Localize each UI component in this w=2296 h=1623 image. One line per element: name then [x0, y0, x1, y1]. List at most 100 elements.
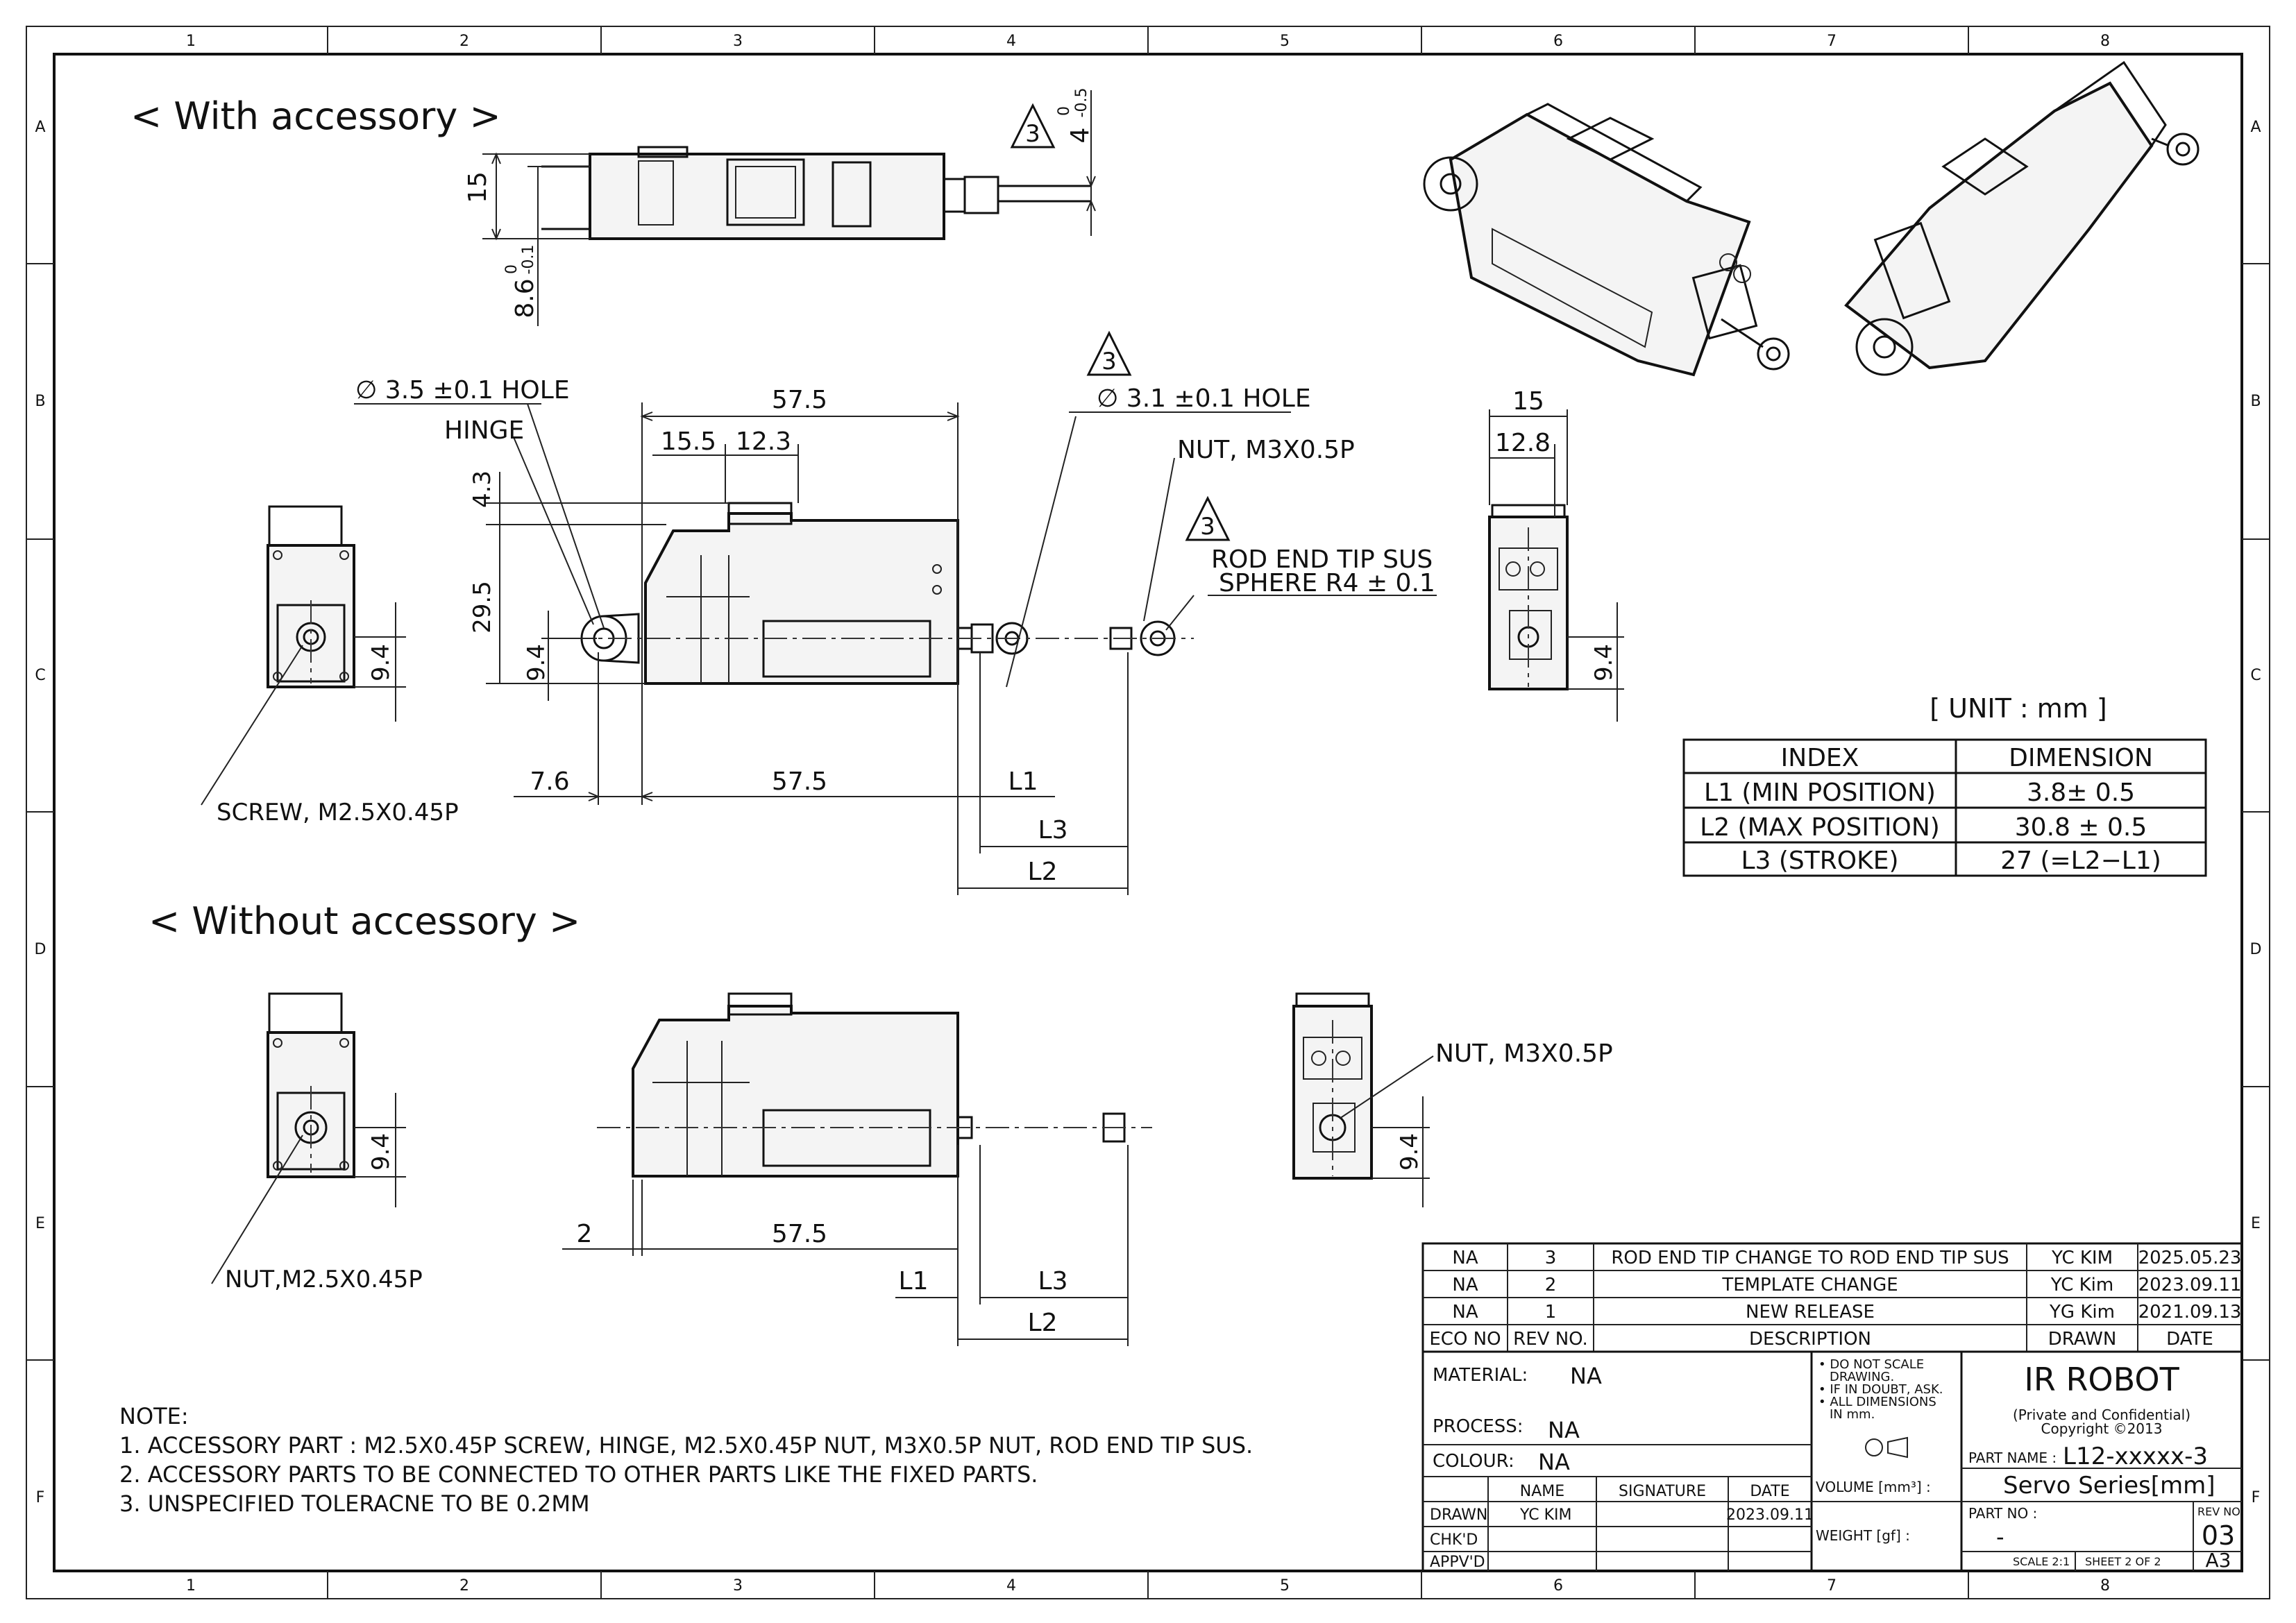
material-value: NA — [1570, 1363, 1602, 1389]
process-label: PROCESS: — [1433, 1416, 1523, 1437]
notes: NOTE: 1. ACCESSORY PART : M2.5X0.45P SCR… — [119, 1403, 1253, 1517]
nut-m3-label: NUT, M3X0.5P — [1177, 436, 1355, 464]
side-view-without: 9.4 — [1292, 992, 1434, 1207]
rev-cell: TEMPLATE CHANGE — [1721, 1275, 1898, 1295]
title-block: MATERIAL: NA PROCESS: NA COLOUR: NA • DO… — [1421, 1350, 2244, 1572]
volume-label: VOLUME [mm³] : — [1816, 1479, 1931, 1495]
dim-15-top: 15 — [464, 171, 492, 203]
note-line: 3. UNSPECIFIED TOLERACNE TO BE 0.2MM — [119, 1490, 590, 1517]
tb-note: • ALL DIMENSIONS — [1818, 1395, 1936, 1409]
zone-row: E — [35, 1215, 45, 1232]
unit-label: [ UNIT : mm ] — [1930, 693, 2107, 724]
front-view-without: 2 57.5 L1 L3 L2 — [562, 992, 1152, 1346]
zone-row: A — [2250, 119, 2261, 136]
zone-col: 2 — [459, 1577, 469, 1595]
zone-col: 4 — [1006, 1577, 1016, 1595]
rev-triangle-label: 3 — [1101, 348, 1117, 375]
zone-col: 5 — [1280, 1577, 1290, 1595]
zone-col: 3 — [733, 1577, 743, 1595]
isometric-view-1 — [1423, 103, 1790, 377]
note-line: 1. ACCESSORY PART : M2.5X0.45P SCREW, HI… — [119, 1432, 1253, 1459]
dim-L3b: L3 — [1038, 1267, 1068, 1295]
isometric-view-2 — [1844, 60, 2200, 376]
rev-cell: 3 — [1545, 1248, 1557, 1268]
rev-cell: YG Kim — [2049, 1302, 2115, 1323]
zone-col: 7 — [1827, 1577, 1837, 1595]
projection-symbol-icon — [1865, 1438, 1883, 1456]
size-value: A3 — [2206, 1549, 2231, 1572]
rev-cell: NA — [1452, 1302, 1478, 1323]
weight-label: WEIGHT [gf] : — [1816, 1527, 1910, 1544]
rod-end-label-2: SPHERE R4 ± 0.1 — [1219, 569, 1435, 597]
sign-header: DATE — [1750, 1483, 1789, 1500]
zone-row: C — [35, 667, 45, 684]
tb-note: DRAWING. — [1830, 1370, 1894, 1384]
process-value: NA — [1548, 1417, 1580, 1443]
part-no-label: PART NO : — [1968, 1505, 2037, 1522]
part-name-label: PART NAME : — [1968, 1450, 2057, 1466]
dim-94-b: 9.4 — [523, 644, 550, 681]
rev-cell: YC Kim — [2050, 1275, 2113, 1295]
index-cell: 3.8± 0.5 — [2027, 779, 2135, 807]
rev-triangle-label: 3 — [1200, 513, 1215, 541]
hole35-label: ∅ 3.5 ±0.1 HOLE — [355, 376, 570, 405]
dim-L2: L2 — [1028, 858, 1058, 886]
dim-43: 4.3 — [469, 470, 496, 508]
dim-76: 7.6 — [530, 767, 569, 796]
rev-header: REV NO. — [1513, 1329, 1588, 1350]
zone-col: 1 — [186, 33, 196, 50]
rev-header: DATE — [2166, 1329, 2213, 1350]
dim-4-tol-up: 0 — [1056, 106, 1073, 116]
zone-row: D — [2250, 941, 2262, 958]
colour-value: NA — [1538, 1449, 1570, 1475]
zone-col: 3 — [733, 33, 743, 50]
zone-row: C — [2250, 667, 2261, 684]
zone-col: 7 — [1827, 33, 1837, 50]
part-no-value: - — [1996, 1524, 2004, 1550]
sign-row-label: CHK'D — [1430, 1531, 1478, 1549]
dim-94-a: 9.4 — [367, 644, 395, 681]
without-accessory-title: < Without accessory > — [149, 899, 580, 943]
zone-col: 2 — [459, 33, 469, 50]
sign-row-label: APPV'D — [1430, 1554, 1485, 1571]
sign-row-label: DRAWN — [1430, 1506, 1487, 1524]
dim-2: 2 — [577, 1220, 593, 1248]
zone-col: 6 — [1553, 33, 1563, 50]
index-cell: 27 (=L2−L1) — [2000, 847, 2161, 875]
rev-cell: 2 — [1545, 1275, 1557, 1295]
rev-cell: 2023.09.11 — [2138, 1275, 2242, 1295]
with-accessory-title: < With accessory > — [130, 94, 501, 138]
material-label: MATERIAL: — [1433, 1365, 1528, 1386]
dim-86: 8.6 — [511, 278, 539, 318]
dim-L3: L3 — [1038, 816, 1068, 844]
tb-note: • IF IN DOUBT, ASK. — [1818, 1382, 1943, 1397]
dim-4: 4 — [1066, 128, 1095, 144]
rev-header: ECO NO — [1429, 1329, 1501, 1350]
sign-header: NAME — [1520, 1483, 1564, 1500]
rev-cell: 2025.05.23 — [2138, 1248, 2242, 1268]
rev-triangle-label: 3 — [1025, 120, 1040, 148]
rev-header: DESCRIPTION — [1749, 1329, 1871, 1350]
zone-row: B — [35, 393, 45, 410]
nut-m3-label-2: NUT, M3X0.5P — [1435, 1039, 1613, 1068]
zone-col: 8 — [2100, 33, 2110, 50]
dim-94-e: 9.4 — [1396, 1133, 1424, 1171]
dim-575-top: 57.5 — [772, 386, 827, 414]
sign-name: YC KIM — [1519, 1506, 1572, 1524]
dim-123: 12.3 — [736, 427, 791, 456]
front-view-with: 57.5 15.5 12.3 4.3 29.5 9.4 7.6 57.5 L1 … — [354, 330, 1437, 895]
dim-4-tol-dn: -0.5 — [1073, 88, 1090, 118]
scale-value: SCALE 2:1 — [2013, 1555, 2070, 1568]
rev-cell: ROD END TIP CHANGE TO ROD END TIP SUS — [1611, 1248, 2009, 1268]
dim-86-tol-up: 0 — [503, 264, 521, 274]
dim-L1b: L1 — [899, 1267, 929, 1295]
rev-cell: 2021.09.13 — [2138, 1302, 2242, 1323]
zone-row: D — [35, 941, 47, 958]
part-name-2: Servo Series[mm] — [2003, 1472, 2215, 1499]
dim-575-mid: 57.5 — [772, 767, 827, 796]
dim-86-tol-dn: -0.1 — [520, 245, 537, 275]
dim-155: 15.5 — [661, 427, 716, 456]
zone-row: E — [2251, 1215, 2261, 1232]
notes-title: NOTE: — [119, 1403, 189, 1429]
index-cell: L2 (MAX POSITION) — [1700, 813, 1940, 842]
